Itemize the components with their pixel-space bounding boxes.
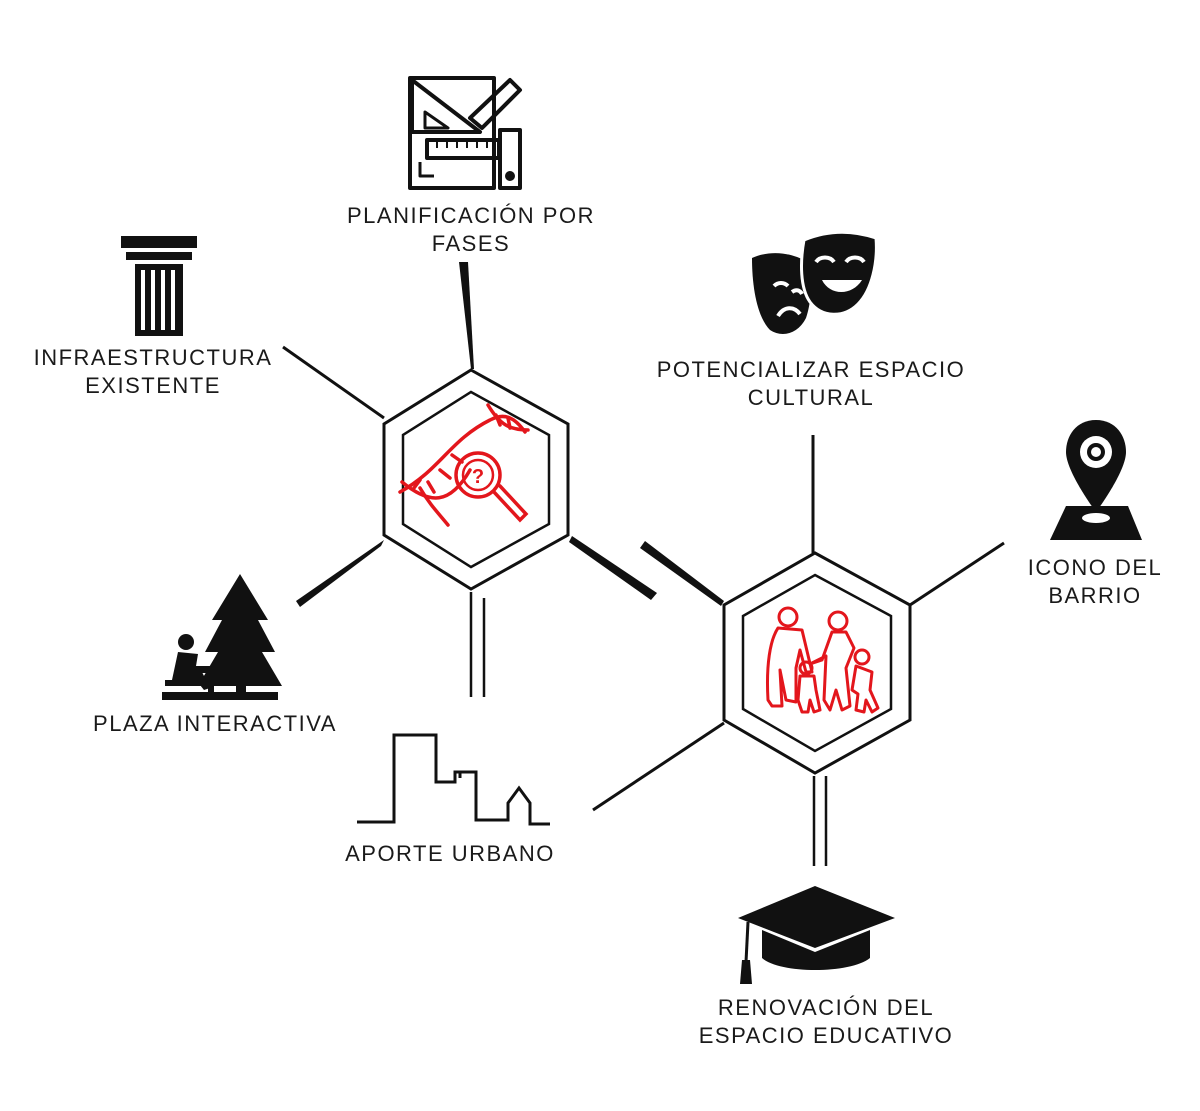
- theater-masks-icon: [752, 230, 878, 334]
- label-icono: ICONO DEL BARRIO: [1010, 554, 1180, 610]
- bonds-community: [592, 435, 1005, 866]
- bonds-research: [282, 262, 657, 697]
- drafting-tools-icon: [408, 76, 522, 190]
- label-educativo-line2: ESPACIO EDUCATIVO: [698, 1023, 954, 1048]
- label-aporte: APORTE URBANO: [320, 840, 580, 868]
- label-infraestructura-line2: EXISTENTE: [85, 373, 221, 398]
- label-educativo-line1: RENOVACIÓN DEL: [717, 995, 935, 1020]
- label-plaza-line1: PLAZA INTERACTIVA: [93, 711, 337, 736]
- label-icono-line2: BARRIO: [1048, 583, 1142, 608]
- svg-text:?: ?: [472, 466, 484, 488]
- label-icono-line1: ICONO DEL: [1027, 555, 1163, 580]
- column-icon: [121, 236, 197, 336]
- city-skyline-icon: [357, 733, 550, 826]
- label-aporte-line1: APORTE URBANO: [345, 841, 555, 866]
- label-planificacion: PLANIFICACIÓN POR FASES: [326, 202, 616, 258]
- label-cultural: POTENCIALIZAR ESPACIO CULTURAL: [636, 356, 986, 412]
- graduation-cap-icon: [738, 886, 895, 984]
- hexagon-research: [382, 368, 570, 591]
- label-cultural-line2: CULTURAL: [747, 385, 875, 410]
- label-planificacion-line1: PLANIFICACIÓN POR: [347, 203, 595, 228]
- label-cultural-line1: POTENCIALIZAR ESPACIO: [656, 357, 966, 382]
- park-bench-tree-icon: [162, 574, 282, 700]
- dna-magnifier-icon: ?: [398, 403, 530, 527]
- label-planificacion-line2: FASES: [431, 231, 511, 256]
- map-pin-icon: [1050, 420, 1142, 540]
- label-infraestructura-line1: INFRAESTRUCTURA: [33, 345, 273, 370]
- family-icon: [766, 606, 880, 714]
- label-infraestructura: INFRAESTRUCTURA EXISTENTE: [18, 344, 288, 400]
- label-plaza: PLAZA INTERACTIVA: [70, 710, 360, 738]
- label-educativo: RENOVACIÓN DEL ESPACIO EDUCATIVO: [676, 994, 976, 1050]
